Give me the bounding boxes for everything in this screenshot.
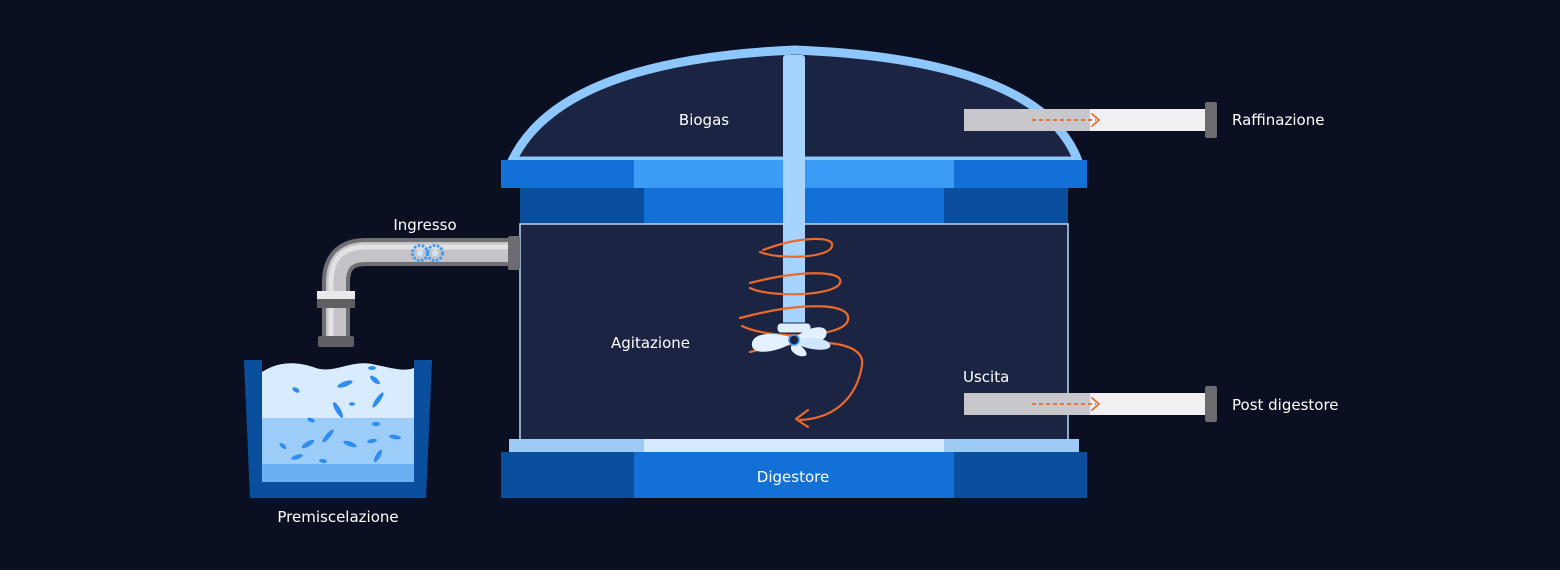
label-premiscelazione: Premiscelazione: [277, 508, 399, 526]
label-agitazione: Agitazione: [611, 334, 690, 352]
biogas-outlet-pipe: [964, 102, 1217, 138]
label-digestore: Digestore: [756, 468, 830, 486]
impeller-icon: [751, 322, 831, 357]
digestate-outlet-pipe: [964, 386, 1217, 422]
inlet-pipe: [317, 236, 520, 347]
label-ingresso: Ingresso: [393, 216, 457, 234]
spiral-arrow-icon: [738, 237, 864, 422]
label-uscita: Uscita: [963, 368, 1010, 386]
tank-base: [501, 439, 1087, 498]
label-post-digestore: Post digestore: [1232, 396, 1339, 414]
label-raffinazione: Raffinazione: [1232, 111, 1325, 129]
agitator-shaft: [783, 55, 805, 330]
label-biogas: Biogas: [678, 111, 730, 129]
particles: [279, 366, 401, 464]
gears-icon: [411, 244, 444, 262]
spiral-arrow-head: [794, 408, 810, 429]
premix-tank: [244, 360, 432, 498]
